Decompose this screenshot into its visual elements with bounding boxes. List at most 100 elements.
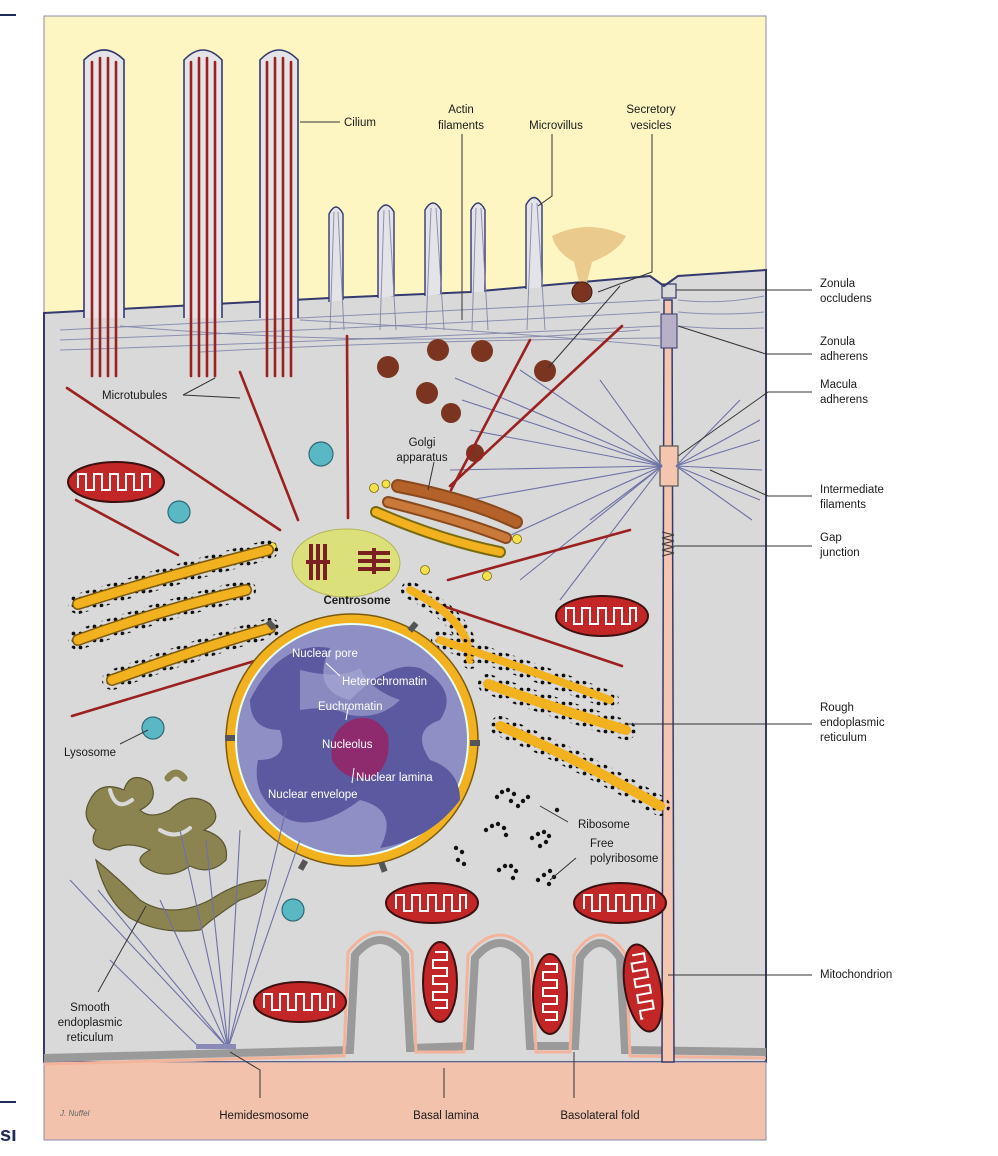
golgi-apparatus (370, 479, 523, 558)
smooth-er (85, 769, 267, 932)
secretion (552, 227, 626, 303)
svg-text:vesicles: vesicles (631, 120, 672, 132)
label-nuclear-pore: Nuclear pore (292, 648, 358, 660)
label-rough-er: Rough endoplasmic reticulum (820, 702, 885, 744)
label-cilium: Cilium (344, 117, 376, 129)
label-nucleolus: Nucleolus (322, 739, 373, 751)
svg-text:filaments: filaments (820, 499, 866, 511)
svg-text:endoplasmic: endoplasmic (58, 1017, 123, 1029)
svg-text:polyribosome: polyribosome (590, 853, 658, 865)
macula-adherens-mark (659, 445, 679, 487)
svg-text:Secretory: Secretory (626, 104, 675, 116)
label-mitochondrion: Mitochondrion (820, 969, 892, 981)
label-macula-adherens: Macula adherens (820, 379, 868, 406)
svg-text:Mitochondrion: Mitochondrion (820, 969, 892, 981)
svg-text:adherens: adherens (820, 351, 868, 363)
intermediate-filaments (449, 369, 763, 601)
svg-text:Golgi: Golgi (409, 437, 436, 449)
basal-region (43, 1061, 767, 1141)
corner-rule (0, 1101, 16, 1103)
svg-text:Ribosome: Ribosome (578, 819, 630, 831)
label-secretory-vesicles: Secretory vesicles (626, 104, 675, 132)
secretory-vesicles (377, 339, 556, 462)
label-euchromatin: Euchromatin (318, 701, 383, 713)
svg-text:junction: junction (819, 547, 860, 559)
svg-text:Gap: Gap (820, 532, 842, 544)
basal-lamina-band (43, 936, 767, 1062)
cilium-3 (259, 49, 299, 378)
svg-text:Microtubules: Microtubules (102, 390, 167, 402)
label-centrosome: Centrosome (323, 595, 390, 607)
mitochondria (67, 461, 667, 1035)
svg-text:Basal lamina: Basal lamina (413, 1110, 479, 1122)
svg-text:Smooth: Smooth (70, 1002, 110, 1014)
cilia (83, 49, 299, 378)
svg-text:occludens: occludens (820, 293, 872, 305)
label-golgi: Golgi apparatus (396, 437, 447, 464)
cilium-2 (183, 49, 223, 378)
svg-text:adherens: adherens (820, 394, 868, 406)
cilium-1 (83, 49, 125, 378)
label-gap-junction: Gap junction (819, 532, 860, 559)
label-zonula-adherens: Zonula adherens (820, 336, 868, 363)
svg-text:Nuclear envelope: Nuclear envelope (268, 789, 358, 801)
rough-er-right (401, 581, 670, 816)
corner-glyph: sı (0, 1124, 17, 1146)
svg-text:filaments: filaments (438, 120, 484, 132)
basolateral-fold-outline (43, 930, 767, 1066)
label-lysosome: Lysosome (64, 747, 116, 759)
label-nuclear-envelope: Nuclear envelope (268, 789, 358, 801)
label-zonula-occludens: Zonula occludens (820, 278, 872, 305)
label-ribosome: Ribosome (578, 819, 630, 831)
svg-text:endoplasmic: endoplasmic (820, 717, 885, 729)
svg-text:Lysosome: Lysosome (64, 747, 116, 759)
svg-text:reticulum: reticulum (67, 1032, 114, 1044)
svg-text:Nuclear pore: Nuclear pore (292, 648, 358, 660)
svg-text:Macula: Macula (820, 379, 858, 391)
svg-text:apparatus: apparatus (396, 452, 447, 464)
free-polyribosomes (453, 787, 560, 887)
zonula-occludens-mark (661, 283, 677, 299)
svg-text:Zonula: Zonula (820, 278, 856, 290)
label-free-polyribosome: Free polyribosome (590, 838, 658, 865)
svg-text:Rough: Rough (820, 702, 854, 714)
lumen-region (43, 15, 767, 317)
svg-text:Intermediate: Intermediate (820, 484, 884, 496)
label-intermediate-filaments: Intermediate filaments (820, 484, 884, 511)
cytoplasmic-microtubules (65, 324, 632, 718)
label-actin-filaments: Actin filaments (438, 104, 484, 132)
signature: J. Nuffel (59, 1109, 90, 1118)
label-basal-lamina: Basal lamina (413, 1110, 479, 1122)
leader-lines (97, 121, 812, 1098)
label-basolateral-fold: Basolateral fold (560, 1110, 639, 1122)
label-microtubules: Microtubules (102, 390, 167, 402)
svg-text:J. Nuffel: J. Nuffel (59, 1109, 90, 1118)
label-nuclear-lamina: Nuclear lamina (356, 772, 433, 784)
lateral-membrane (661, 299, 675, 1063)
microvilli (328, 196, 546, 331)
corner-rule-top (0, 14, 16, 16)
svg-text:Nucleolus: Nucleolus (322, 739, 373, 751)
svg-text:reticulum: reticulum (820, 732, 867, 744)
svg-text:Actin: Actin (448, 104, 474, 116)
label-microvillus: Microvillus (529, 120, 583, 132)
label-heterochromatin: Heterochromatin (342, 676, 427, 688)
label-smooth-er: Smooth endoplasmic reticulum (58, 1002, 123, 1044)
svg-text:Zonula: Zonula (820, 336, 856, 348)
hemidesmosome-filaments (69, 809, 301, 1049)
nucleus (225, 613, 480, 873)
svg-text:Nuclear lamina: Nuclear lamina (356, 772, 433, 784)
lysosomes (141, 441, 334, 922)
rough-er-left (68, 540, 280, 690)
svg-text:Centrosome: Centrosome (323, 595, 390, 607)
svg-text:Basolateral fold: Basolateral fold (560, 1110, 639, 1122)
gap-junction-mark (661, 531, 675, 557)
centrosome (291, 528, 401, 598)
svg-text:Hemidesmosome: Hemidesmosome (219, 1110, 308, 1122)
svg-text:Cilium: Cilium (344, 117, 376, 129)
svg-text:Microvillus: Microvillus (529, 120, 583, 132)
svg-text:Euchromatin: Euchromatin (318, 701, 383, 713)
label-hemidesmosome: Hemidesmosome (219, 1110, 308, 1122)
zonula-adherens-mark (660, 313, 678, 349)
